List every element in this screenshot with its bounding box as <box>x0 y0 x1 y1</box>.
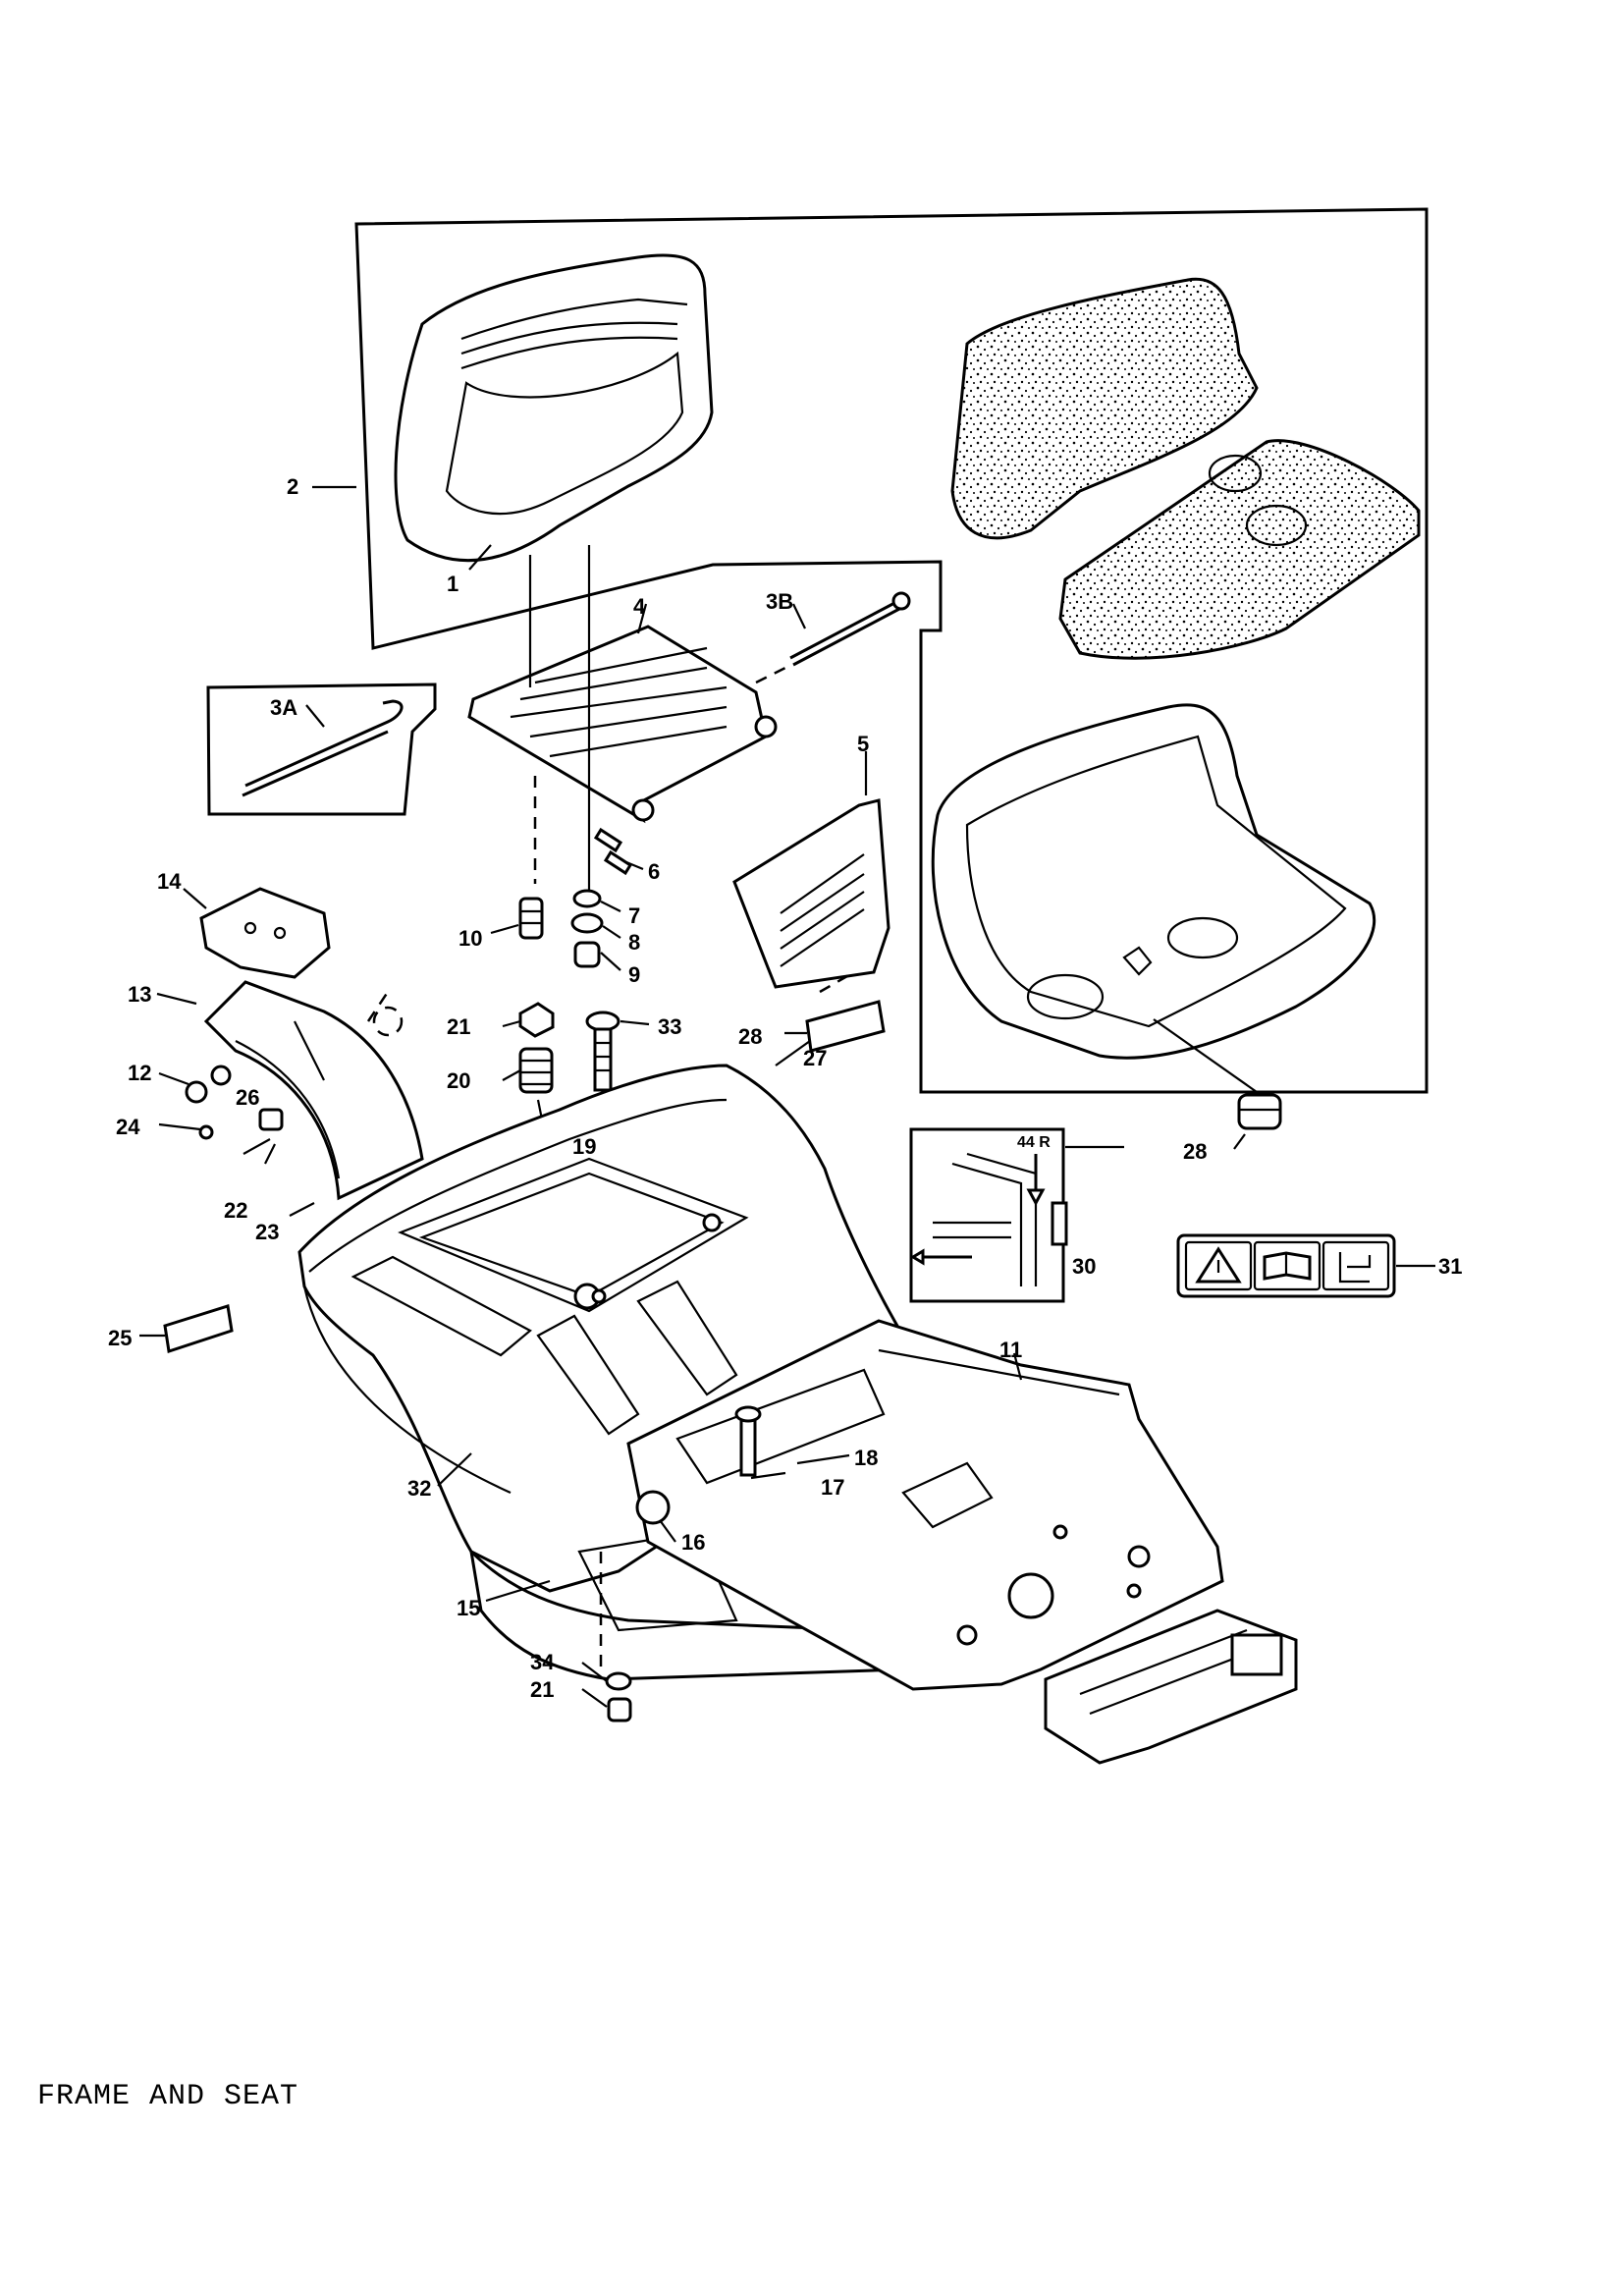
callout-15: 15 <box>457 1596 480 1620</box>
callout-3a: 3A <box>270 695 297 720</box>
rear-axle-bracket <box>1044 1609 1298 1765</box>
plate-part-5 <box>732 798 890 994</box>
bracket-parts-12-22-26 <box>185 1065 284 1165</box>
part-28-knob <box>1153 1018 1282 1130</box>
diagram-caption: FRAME AND SEAT <box>37 2080 299 2113</box>
part-3a-box <box>206 683 437 816</box>
callout-18: 18 <box>854 1446 878 1470</box>
seat-stippled-assembly <box>950 277 1421 660</box>
lever-part-18 <box>734 1405 762 1477</box>
washers-parts-7-8-9 <box>570 889 604 968</box>
callout-17: 17 <box>821 1475 844 1500</box>
callout-25: 25 <box>108 1326 132 1350</box>
rod-part-3a <box>242 699 404 797</box>
callout-32: 32 <box>407 1476 431 1501</box>
knob-part-16 <box>635 1490 671 1525</box>
nut-part-21-top <box>518 1002 555 1038</box>
callout-1: 1 <box>447 572 458 596</box>
cap-part-14 <box>199 887 331 979</box>
callout-8: 8 <box>628 930 640 955</box>
callout-12: 12 <box>128 1061 151 1085</box>
callout-9: 9 <box>628 962 640 987</box>
callout-11: 11 <box>999 1338 1022 1362</box>
callout-22: 22 <box>224 1198 247 1223</box>
callout-13: 13 <box>128 982 151 1007</box>
spring-part-20 <box>518 1047 554 1094</box>
decal-30-text: 44 R <box>1017 1134 1051 1151</box>
callout-14: 14 <box>157 869 182 894</box>
callout-28-decal: 28 <box>738 1024 762 1049</box>
bolt-part-10 <box>518 897 544 940</box>
decal-part-31 <box>1176 1233 1396 1298</box>
callout-21-bottom: 21 <box>530 1677 554 1702</box>
callout-33: 33 <box>658 1014 681 1039</box>
screws-part-6 <box>593 827 633 876</box>
callout-30: 30 <box>1072 1254 1096 1279</box>
callout-31: 31 <box>1438 1254 1462 1279</box>
seat-part-1 <box>394 253 714 563</box>
seat-group-outline <box>354 207 1429 1094</box>
callout-20: 20 <box>447 1068 470 1093</box>
callout-2: 2 <box>287 474 298 499</box>
callout-leader-lines <box>139 485 1435 1708</box>
callout-19: 19 <box>572 1134 596 1159</box>
callout-24: 24 <box>116 1115 140 1139</box>
callout-16: 16 <box>681 1530 705 1555</box>
callout-28-knob: 28 <box>1183 1139 1207 1164</box>
operator-seat-icon <box>1338 1252 1372 1284</box>
floor-pan-part-11 <box>626 1319 1224 1691</box>
callout-27: 27 <box>803 1046 827 1070</box>
fender-part-13 <box>203 980 424 1201</box>
seat-bracket-part-4 <box>467 625 778 824</box>
callout-26: 26 <box>236 1085 259 1110</box>
rod-part-3b <box>755 591 911 684</box>
callout-34: 34 <box>530 1650 555 1674</box>
callout-3b: 3B <box>766 589 793 614</box>
callout-23: 23 <box>255 1220 279 1244</box>
decal-part-30: 44 R <box>909 1127 1068 1303</box>
callout-10: 10 <box>458 926 482 951</box>
callout-21-top: 21 <box>447 1014 470 1039</box>
callout-5: 5 <box>857 732 869 756</box>
bolt-part-33 <box>585 1011 620 1092</box>
callout-7: 7 <box>628 903 640 928</box>
callout-6: 6 <box>648 859 660 884</box>
bottom-bolt-parts-34-21 <box>605 1671 632 1722</box>
callout-4: 4 <box>633 594 646 619</box>
decal-part-25 <box>163 1304 234 1353</box>
decal-near-plate <box>805 1000 886 1053</box>
seat-part-28-shell <box>931 703 1376 1060</box>
